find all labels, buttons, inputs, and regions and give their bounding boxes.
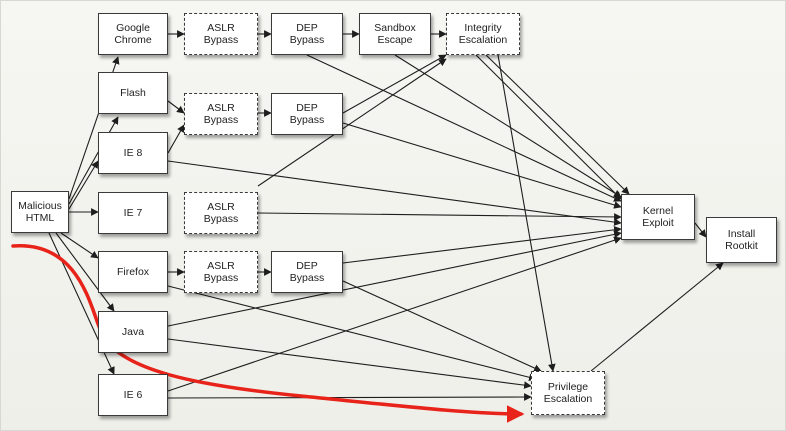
edge-arrow (167, 100, 185, 114)
edge-arrow (497, 54, 556, 372)
node-aslr-bypass-ie7: ASLR Bypass (184, 192, 258, 234)
edge-arrow (342, 280, 542, 372)
node-dep-bypass-flash: DEP Bypass (271, 93, 343, 135)
edge-arrow (167, 124, 185, 154)
edge-arrow (306, 54, 622, 202)
edge-arrow (475, 54, 622, 200)
edge-arrow (342, 54, 447, 114)
edge-arrow (167, 338, 532, 389)
edge-arrow (257, 212, 622, 221)
edge-arrow (55, 232, 115, 312)
node-ie6: IE 6 (98, 374, 168, 416)
node-dep-bypass-firefox: DEP Bypass (271, 251, 343, 293)
edge-arrow (342, 226, 622, 264)
node-flash: Flash (98, 72, 168, 114)
edge-arrow (394, 54, 622, 198)
edge-arrow (167, 393, 532, 401)
node-aslr-bypass-firefox: ASLR Bypass (184, 251, 258, 293)
node-aslr-bypass-chrome: ASLR Bypass (184, 13, 258, 55)
node-firefox: Firefox (98, 251, 168, 293)
node-aslr-bypass-flash: ASLR Bypass (184, 93, 258, 135)
node-privilege-escalation: Privilege Escalation (531, 371, 605, 415)
node-malicious-html: Malicious HTML (11, 191, 69, 233)
node-google-chrome: Google Chrome (98, 13, 168, 55)
edge-arrow (167, 230, 622, 327)
edge-arrow (167, 160, 622, 226)
node-kernel-exploit: Kernel Exploit (621, 194, 695, 240)
node-ie7: IE 7 (98, 192, 168, 234)
edge-arrow (485, 54, 630, 195)
edge-arrow (342, 122, 622, 209)
edge-arrow (590, 262, 724, 372)
edge-arrow (257, 58, 447, 187)
edge-arrow (68, 160, 99, 210)
node-java: Java (98, 311, 168, 353)
edge-arrow (167, 285, 537, 382)
node-integrity-escalation: Integrity Escalation (446, 13, 520, 55)
edge-group (48, 30, 724, 401)
node-ie8: IE 8 (98, 132, 168, 174)
highlighted-attack-path (11, 244, 525, 423)
edge-arrow (694, 222, 707, 238)
edge-arrow (167, 236, 622, 392)
node-dep-bypass-chrome: DEP Bypass (271, 13, 343, 55)
edge-arrow (60, 232, 99, 259)
node-install-rootkit: Install Rootkit (706, 217, 777, 263)
node-sandbox-escape: Sandbox Escape (359, 13, 431, 55)
